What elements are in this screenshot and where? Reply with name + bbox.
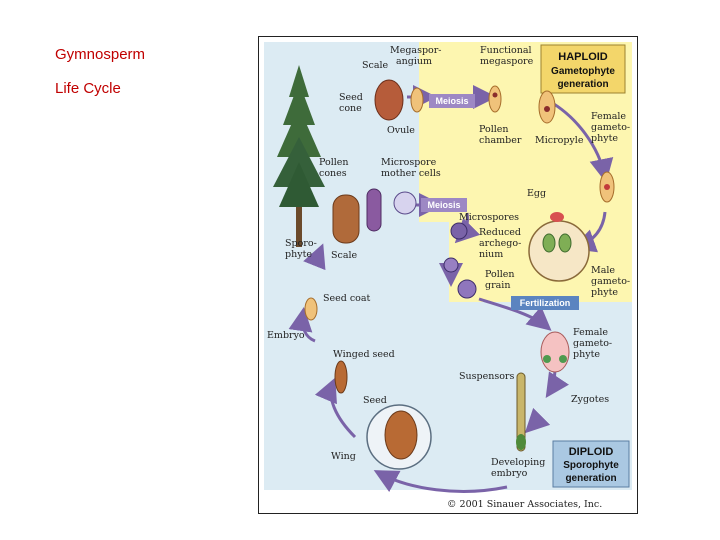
megasporangium-label-2: angium [396,56,432,67]
reduced-archegonium-label-1: Reduced [479,227,521,238]
microspores-label: Microspores [459,212,519,223]
ovule-label: Ovule [387,125,415,136]
pollen-cones-label-1: Pollen [319,157,349,168]
micropyle-ovule-drawing [538,90,556,124]
pollen-grain-label-2: grain [485,280,510,291]
pollen-grain-drawing [443,257,477,299]
seed-magnified-drawing [366,404,432,470]
pollen-cones-label-2: cones [319,168,347,179]
megasporangium-label-1: Megaspor- [390,45,442,56]
seed-label: Seed [363,395,387,406]
seed-coat-label: Seed coat [323,293,371,304]
male-gametophyte-label-1: Male [591,265,615,276]
male-gametophyte-label-2: gameto- [591,276,630,287]
male-gametophyte-label-3: phyte [591,287,618,298]
reduced-archegonium-label-2: archego- [479,238,521,249]
functional-megaspore-label-1: Functional [480,45,532,56]
zygotes-label: Zygotes [571,394,609,405]
haploid-generation-box [540,44,626,94]
sporophyte-label-2: phyte [285,249,312,260]
female-gametophyte-top-label-3: phyte [591,133,618,144]
diploid-box-line-2: Sporophyte [563,460,619,471]
micropyle-label: Micropyle [535,135,584,146]
functional-megaspore-label-2: megaspore [480,56,534,67]
fertilization-tag [511,296,579,310]
diploid-box-line-3: generation [565,473,616,484]
slide-title-line-2: Life Cycle [55,80,121,97]
fertilization-circle-drawing [528,212,590,282]
haploid-box-line-3: generation [557,79,608,90]
life-cycle-figure: HAPLOID Gametophyte generation DIPLOID S… [258,36,638,514]
seed-coat-drawing [304,297,318,321]
meiosis-middle-tag [421,198,467,212]
diploid-generation-box [552,440,630,488]
seed-cone-label-1: Seed [339,92,363,103]
meiosis-top-tag [429,94,475,108]
sporophyte-label-1: Sporo- [285,238,317,249]
haploid-box-line-2: Gametophyte [551,66,615,77]
seed-cone-label-2: cone [339,103,362,114]
meiosis-top-label: Meiosis [435,96,468,106]
scale-middle-label: Scale [331,250,358,261]
functional-megaspore-drawing [488,85,502,113]
egg-label: Egg [527,188,546,199]
microspore-mother-cells-label-2: mother cells [381,168,441,179]
pollen-chamber-label-2: chamber [479,135,522,146]
life-cycle-diagram: HAPLOID Gametophyte generation DIPLOID S… [264,42,632,510]
winged-seed-label: Winged seed [333,349,395,360]
scale-top-label: Scale [362,60,389,71]
fertilization-label: Fertilization [520,298,571,308]
ovule-drawing [410,87,424,113]
suspensors-label: Suspensors [459,371,514,382]
winged-seed-drawing [334,360,348,394]
female-gametophyte-top-label-2: gameto- [591,122,630,133]
slide-title-line-1: Gymnosperm [55,46,146,63]
meiosis-middle-label: Meiosis [427,200,460,210]
wing-label: Wing [331,451,356,462]
microspore-drawing [450,222,468,240]
developing-embryo-label-1: Developing [491,457,545,468]
developing-embryo-drawing [516,372,526,452]
female-gametophyte-zygote-drawing [540,331,570,373]
reduced-archegonium-label-3: nium [479,249,503,260]
microspore-mother-cell-drawing [366,188,417,232]
female-gametophyte-top-label-1: Female [591,111,626,122]
female-gametophyte-low-label-1: Female [573,327,608,338]
haploid-box-line-1: HAPLOID [558,51,608,63]
diploid-box-line-1: DIPLOID [569,446,614,458]
microspore-mother-cells-label-1: Microspore [381,157,437,168]
seed-cone-drawing [374,79,404,121]
female-gametophyte-drawing [599,171,615,203]
copyright-text: © 2001 Sinauer Associates, Inc. [447,499,602,510]
pollen-grain-label-1: Pollen [485,269,515,280]
pollen-cone-drawing [332,194,360,244]
developing-embryo-label-2: embryo [491,468,528,479]
female-gametophyte-low-label-2: gameto- [573,338,612,349]
embryo-label: Embryo [267,330,305,341]
female-gametophyte-low-label-3: phyte [573,349,600,360]
pine-tree-illustration [273,65,325,247]
pollen-chamber-label-1: Pollen [479,124,509,135]
